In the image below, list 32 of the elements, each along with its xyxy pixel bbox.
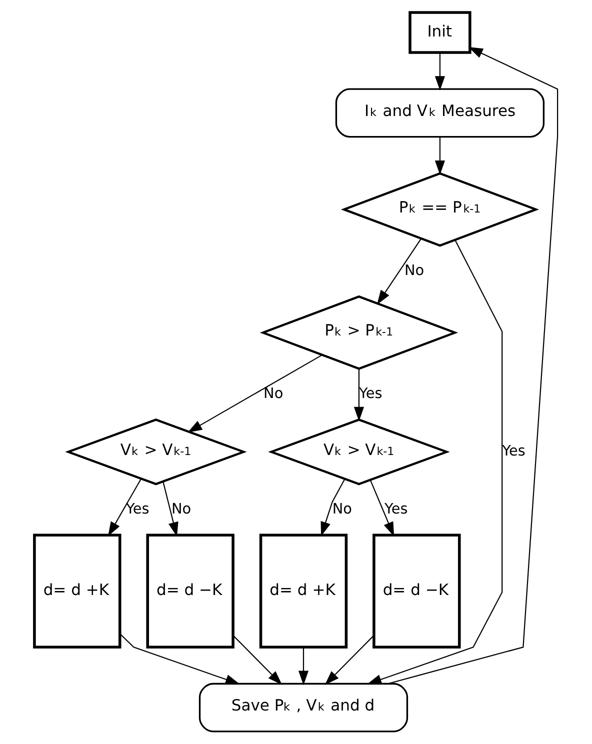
edge-label: No [264,386,284,402]
arrow [324,635,374,685]
node-box: d= d +K [33,534,122,649]
node-box: d= d −K [372,534,461,649]
edge-label: No [404,262,424,279]
node-box: d= d +K [259,534,348,649]
arrow [120,633,240,684]
node-diamond: Vk > Vk-1 [268,418,450,486]
arrow [367,240,503,684]
node-diamond: Pk > Pk-1 [260,295,458,370]
arrow [188,354,322,432]
node-box: d= d −K [146,534,234,649]
arrow [434,136,446,175]
edge-label: Yes [384,501,408,518]
node-box: Init [408,11,472,54]
arrow [370,480,394,536]
edge-label: Yes [126,501,150,518]
arrow [434,52,446,91]
node-box: Save Pk , Vk and d [198,682,408,732]
arrow [320,478,346,536]
edge-label: No [171,501,192,518]
arrow [388,47,558,684]
edge-label: No [332,501,352,518]
node-diamond: Pk == Pk-1 [340,172,540,247]
arrow [162,482,178,537]
arrow [298,647,309,686]
arrow [108,478,142,536]
arrow [377,238,422,305]
arrow [354,368,364,422]
edge-label: Yes [358,386,382,402]
arrow [232,635,282,685]
edge-label: Yes [502,444,526,460]
